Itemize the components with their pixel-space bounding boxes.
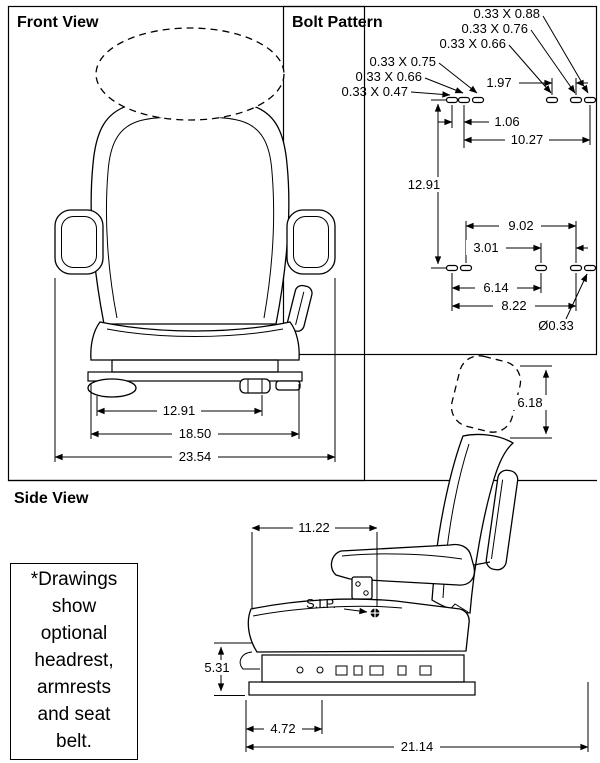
front-adjuster-knob: [239, 378, 271, 394]
side-view-dimensions: 6.18 11.22 S.I.P. 5.31 4.72 21.14: [198, 365, 589, 754]
bolt-slots-top-row: [445, 96, 597, 104]
dim-bolt-197: 1.97: [486, 75, 511, 90]
side-headrest-optional: [450, 355, 522, 433]
slot-label-0: 0.33 X 0.88: [474, 6, 541, 21]
front-backrest: [90, 99, 290, 325]
front-right-foot: [275, 380, 301, 391]
note-box: *Drawings show optional headrest, armres…: [10, 563, 138, 760]
slot-label-4: 0.33 X 0.66: [356, 69, 423, 84]
dim-bolt-1027: 10.27: [511, 132, 544, 147]
dim-front-width-outer: 23.54: [179, 449, 212, 464]
note-text: *Drawings show optional headrest, armres…: [30, 569, 118, 752]
dim-side-472: 4.72: [270, 721, 295, 736]
front-armrest-left: [54, 209, 104, 275]
dim-front-width-mid: 18.50: [179, 426, 212, 441]
bolt-pattern-title: Bolt Pattern: [292, 14, 383, 31]
front-headrest-optional: [95, 27, 285, 121]
dim-bolt-614: 6.14: [483, 280, 508, 295]
side-cushion-contour: [252, 605, 403, 617]
sip-label: S.I.P.: [306, 596, 336, 611]
front-left-foot: [87, 378, 137, 398]
side-armrest-mount: [351, 576, 373, 600]
side-armrest-contour: [341, 553, 463, 560]
dim-side-531: 5.31: [204, 660, 229, 675]
side-view-seat: [239, 355, 522, 696]
slot-label-3: 0.33 X 0.75: [370, 54, 437, 69]
front-cushion-contour: [106, 328, 284, 337]
front-base-plate: [87, 371, 303, 382]
dim-front-width-inner: 12.91: [163, 403, 196, 418]
front-seat-cushion: [90, 321, 300, 361]
side-seat-belt: [485, 469, 519, 571]
side-suspension: [261, 654, 465, 683]
dim-bolt-902: 9.02: [508, 218, 533, 233]
slot-label-1: 0.33 X 0.76: [462, 21, 529, 36]
dim-bolt-1291: 12.91: [408, 177, 441, 192]
side-base-plate: [248, 681, 476, 696]
dim-side-1122: 11.22: [298, 520, 330, 535]
front-suspension: [111, 359, 279, 373]
dim-bolt-301: 3.01: [473, 240, 498, 255]
slot-label-2: 0.33 X 0.66: [440, 36, 507, 51]
front-armrest-right-contour: [293, 216, 329, 268]
front-view-dimensions: 12.91 18.50 23.54: [54, 278, 336, 464]
side-seat-cushion: [247, 598, 470, 653]
front-armrest-left-contour: [61, 216, 97, 268]
bolt-slots-bottom-row: [445, 264, 597, 272]
side-view-title: Side View: [14, 490, 89, 507]
slot-label-5: 0.33 X 0.47: [342, 84, 409, 99]
front-view-seat: [54, 27, 336, 398]
side-front-hook: [239, 651, 260, 670]
dim-bolt-106: 1.06: [494, 114, 519, 129]
dim-bolt-822: 8.22: [501, 298, 526, 313]
bolt-pattern-drawing: 0.33 X 0.88 0.33 X 0.76 0.33 X 0.66 0.33…: [342, 6, 597, 333]
front-view-title: Front View: [17, 14, 99, 31]
dim-side-2114: 21.14: [401, 739, 434, 754]
front-armrest-right: [286, 209, 336, 275]
dim-bolt-hole-dia: Ø0.33: [538, 318, 573, 333]
dim-side-618: 6.18: [517, 395, 542, 410]
